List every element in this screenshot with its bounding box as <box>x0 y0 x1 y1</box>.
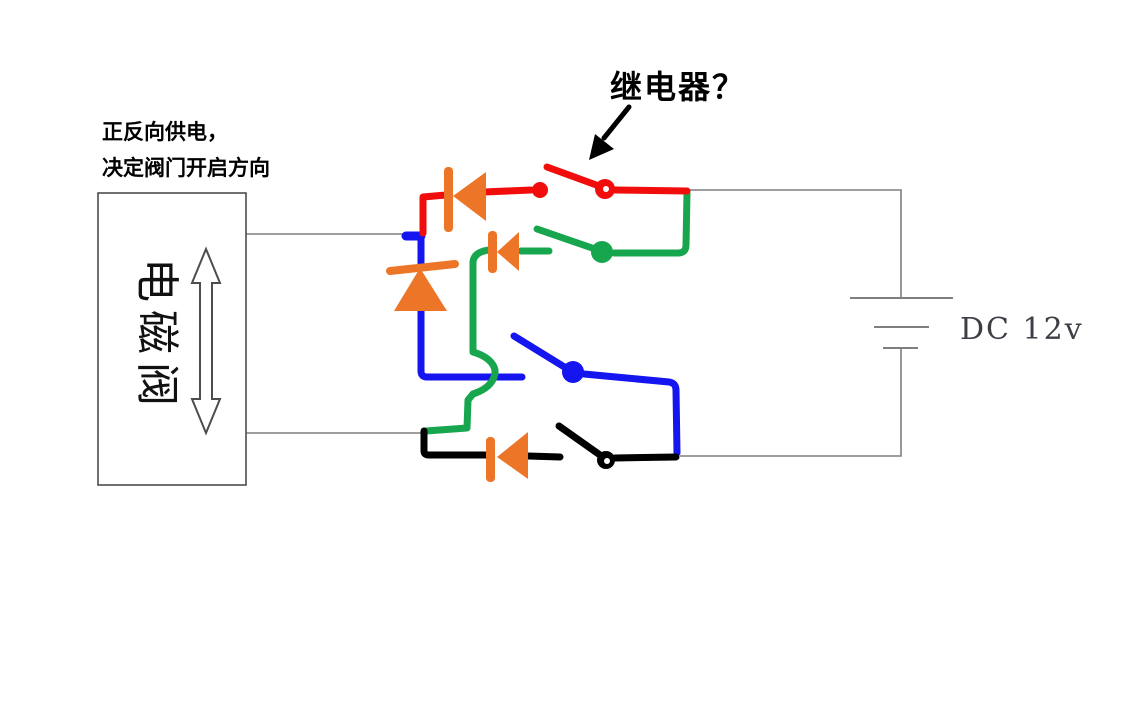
green-wire-right <box>610 189 691 257</box>
diode-blue-branch <box>386 260 459 311</box>
double-arrow-icon <box>190 246 222 436</box>
diodes <box>386 167 528 482</box>
green-wire-left <box>422 246 499 435</box>
blue-branch <box>401 231 681 457</box>
wire-battery-positive <box>690 189 902 297</box>
relay-question-label: 继电器？ <box>610 68 747 106</box>
arrow-head-icon <box>589 134 614 160</box>
wire-battery-negative <box>680 348 902 457</box>
black-wire-left <box>420 427 490 459</box>
red-branch <box>419 163 691 237</box>
blue-wire-lower <box>417 305 526 381</box>
battery-voltage-label: DC 12v <box>960 312 1084 347</box>
gray-wires <box>246 189 953 457</box>
battery-symbol <box>850 297 953 349</box>
black-wire-mid <box>524 452 564 461</box>
black-branch <box>420 422 680 469</box>
red-switch-lever <box>543 163 603 190</box>
black-pivot-hole <box>604 458 610 464</box>
red-contact-blob <box>532 182 548 198</box>
diode-green-branch <box>488 231 519 273</box>
red-wire-mid <box>480 186 535 196</box>
diode-red-branch <box>444 167 486 232</box>
blue-switch-pivot <box>562 361 584 383</box>
diode-1-cathode-bar <box>444 167 453 232</box>
diode-4-triangle <box>497 432 528 479</box>
diode-3-triangle <box>394 268 447 311</box>
black-switch-lever <box>555 422 604 459</box>
black-wire-right <box>611 453 680 462</box>
power-note-line1: 正反向供电， <box>102 120 228 144</box>
green-branch <box>422 189 691 435</box>
diode-black-branch <box>486 432 528 482</box>
red-pivot-hole <box>603 186 609 192</box>
arrow-shaft <box>601 104 632 141</box>
solenoid-valve-label: 电磁阀 <box>131 258 182 414</box>
blue-wire-right <box>580 370 681 457</box>
red-wire-right <box>610 186 691 195</box>
green-switch-pivot <box>591 241 613 263</box>
red-wire-left <box>419 191 450 237</box>
power-note-line2: 决定阀门开启方向 <box>102 156 270 180</box>
relay-annotation-arrow <box>589 104 632 160</box>
diode-2-cathode-bar <box>488 231 497 273</box>
diode-3-cathode-bar <box>386 260 459 275</box>
green-switch-lever <box>533 225 599 253</box>
diode-1-triangle <box>453 172 486 221</box>
diode-4-cathode-bar <box>486 437 495 482</box>
diode-2-triangle <box>497 232 519 271</box>
blue-switch-lever <box>510 332 570 372</box>
solenoid-valve-box <box>97 192 247 486</box>
